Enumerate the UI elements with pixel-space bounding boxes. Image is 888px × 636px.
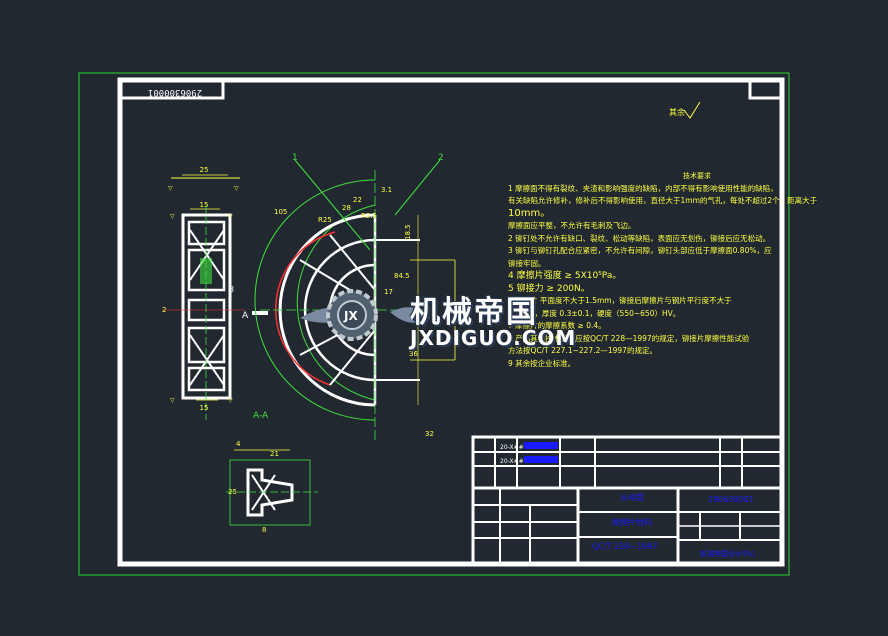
tech-line: 8 产品其他技术要求应按QC/T 228—1997的规定，铆接片摩擦性能试验 — [508, 333, 750, 343]
svg-text:▽: ▽ — [170, 397, 175, 404]
leader-label-1: 1 — [292, 153, 298, 163]
tech-line: 摩擦面应平整，不允许有毛刺及飞边。 — [508, 221, 636, 230]
tech-line: 有关缺陷允许修补，修补后不得影响使用，直径大于1mm的气孔，每处不超过2个，距离… — [508, 196, 818, 205]
dim-side-bottom: 15 — [200, 404, 209, 412]
watermark-brand: 机械帝国 — [410, 295, 538, 330]
tech-title: 技术要求 — [683, 172, 711, 180]
detail-view: 4 21 25 8 — [226, 440, 318, 534]
tech-line: 4 摩擦片强度 ≥ 5X10⁵Pa。 — [508, 271, 622, 281]
standard: QC/T 228—1997 — [592, 542, 658, 551]
row-a: 20-X## — [500, 444, 524, 451]
roughness-note: 其余 — [669, 107, 685, 117]
svg-text:▽: ▽ — [170, 213, 175, 220]
row-b: 20-X## — [500, 458, 524, 465]
svg-text:JX: JX — [343, 309, 358, 323]
svg-text:▽: ▽ — [234, 185, 239, 192]
drawing-no: 290630001 — [708, 495, 754, 504]
company: 机械帝国设计中心 — [700, 549, 756, 558]
title-block-text: 20-X## 20-X## 从动盘 摩擦片材料 QC/T 228—1997 29… — [500, 442, 756, 558]
svg-text:▽: ▽ — [228, 397, 233, 404]
tech-line: 7 摩擦片的摩擦系数 ≥ 0.4。 — [508, 321, 606, 330]
title-block — [471, 435, 784, 566]
dim-105: 105 — [274, 208, 287, 216]
dim-28: 28 — [342, 204, 351, 212]
dim-r25: R25 — [318, 216, 332, 224]
tech-line: 铆接牢固。 — [508, 258, 546, 268]
watermark-logo: JX — [300, 289, 430, 341]
drawing-frame — [117, 77, 785, 567]
dim-8: 8 — [262, 526, 266, 534]
dim-22: 22 — [353, 196, 362, 204]
dim-side-top: 25 — [200, 166, 209, 174]
svg-text:3: 3 — [229, 285, 234, 294]
front-view: 1 2 — [254, 153, 456, 440]
outer-sheet-border — [78, 72, 790, 576]
dim-25b: 25 — [228, 488, 237, 496]
view-marker: A — [242, 311, 249, 321]
dim-185: 18.5 — [404, 224, 412, 240]
tech-requirements: 技术要求 1 摩擦面不得有裂纹、夹渣和影响强度的缺陷，内部不得有影响使用性能的缺… — [508, 170, 826, 370]
tech-line: 0.3mm，厚度 0.3±0.1，硬度（550~650）HV。 — [508, 308, 681, 318]
dim-21: 21 — [270, 450, 279, 458]
leader-label-2: 2 — [438, 153, 444, 163]
side-view: 25 15 15 ▽ ▽ ▽ ▽ ▽ ▽ 3 2 — [162, 166, 245, 420]
front-dimensions: 105 R25 R2.5 3.1 22 28 18.5 84.5 17 36 3… — [274, 186, 434, 438]
dim-17: 17 — [384, 288, 393, 296]
svg-text:2: 2 — [162, 306, 166, 314]
tech-line: 方法按QC/T 227.1~227.2—1997的规定。 — [508, 346, 657, 355]
svg-text:▽: ▽ — [168, 185, 173, 192]
tech-line: 3 铆钉与铆钉孔配合应紧密，不允许有间隙，铆钉头部应低于摩擦面0.80%，应 — [508, 246, 772, 255]
code-top-left: 2906300001 — [148, 87, 202, 97]
corner-box — [748, 78, 784, 100]
dim-4: 4 — [236, 440, 241, 448]
tech-line: 1 摩擦面不得有裂纹、夹渣和影响强度的缺陷，内部不得有影响使用性能的缺陷， — [508, 183, 778, 193]
dim-side-inner: 15 — [200, 201, 209, 209]
part-name: 从动盘 — [620, 492, 644, 502]
tech-line: 10mm。 — [508, 207, 551, 219]
tech-line: 2 铆钉处不允许有缺口、裂纹、松动等缺陷，表面应无划伤，铆接后应无松动。 — [508, 233, 771, 243]
dim-31: 3.1 — [381, 186, 392, 194]
svg-text:▽: ▽ — [228, 213, 233, 220]
dim-r25b: R2.5 — [361, 212, 377, 220]
material: 摩擦片材料 — [612, 517, 652, 527]
tech-line: 5 铆接力 ≥ 200N。 — [508, 283, 590, 294]
tech-line: 9 其余按企业标准。 — [508, 358, 576, 368]
dim-32: 32 — [425, 430, 434, 438]
section-label: A-A — [253, 411, 269, 421]
dim-845: 84.5 — [394, 272, 410, 280]
dim-36: 36 — [409, 350, 418, 358]
watermark-url: JXDIGUO.COM — [410, 326, 577, 350]
tech-line: 6 摩擦片 平面度不大于1.5mm，铆接后摩擦片与钢片平行度不大于 — [508, 296, 732, 305]
code-box — [118, 78, 225, 100]
roughness-symbol-icon — [683, 101, 701, 119]
